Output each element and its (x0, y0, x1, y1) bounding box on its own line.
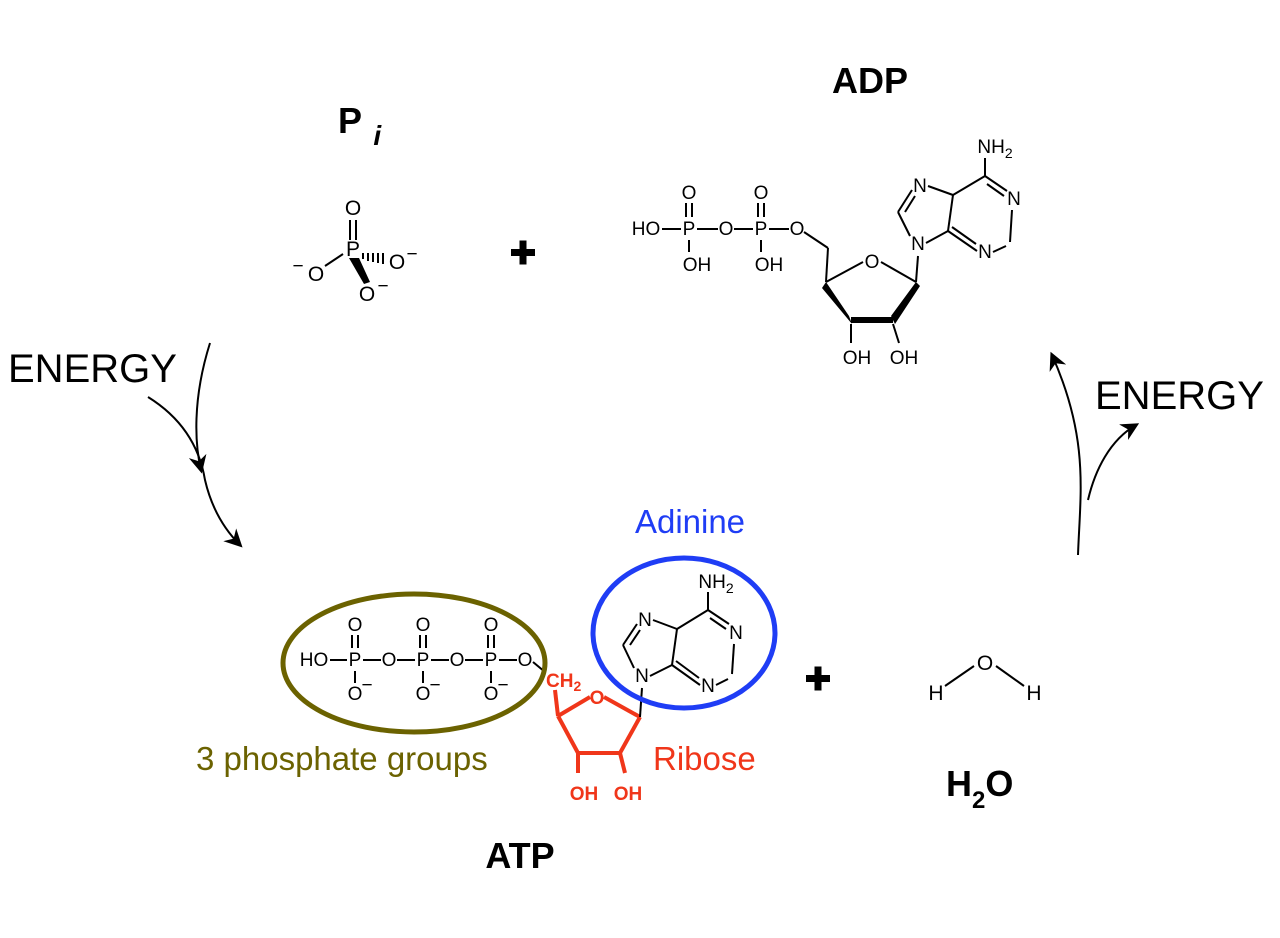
svg-text:OH: OH (755, 255, 784, 276)
adp-title: ADP (832, 60, 908, 101)
adp-molecule: HO P O OH O P O OH O O OH OH N (632, 137, 1021, 369)
svg-text:P: P (417, 650, 430, 671)
ribose-group: CH2 O OH OH (546, 671, 642, 805)
svg-text:NH2: NH2 (977, 137, 1012, 161)
svg-text:O: O (484, 615, 499, 636)
pi-title: P i (338, 100, 382, 151)
pi-title-sub: i (373, 120, 382, 151)
svg-text:−: − (377, 276, 388, 297)
plus-icon-bottom (806, 666, 830, 691)
svg-text:O: O (977, 652, 993, 675)
svg-text:−: − (429, 675, 440, 696)
svg-text:O: O (348, 615, 363, 636)
water-molecule: O H H (928, 652, 1041, 705)
svg-text:P: P (349, 650, 362, 671)
svg-text:N: N (1007, 189, 1021, 210)
svg-text:H: H (928, 682, 943, 705)
water-title: H2O (946, 763, 1013, 814)
svg-text:O: O (416, 615, 431, 636)
svg-text:OH: OH (614, 784, 643, 805)
svg-text:O: O (389, 251, 405, 274)
svg-text:O: O (682, 183, 697, 204)
plus-icon-top (511, 240, 535, 265)
svg-text:H: H (1026, 682, 1041, 705)
svg-text:−: − (292, 256, 303, 277)
adenine-label: Adinine (635, 503, 745, 540)
svg-text:P: P (755, 219, 768, 240)
svg-text:HO: HO (300, 650, 329, 671)
phosphate-molecule: O P O − O − O − (292, 197, 417, 306)
pi-title-main: P (338, 100, 361, 141)
svg-text:HO: HO (632, 219, 661, 240)
energy-arrow-left (147, 342, 243, 548)
svg-text:P: P (346, 238, 360, 261)
svg-text:O: O (359, 283, 375, 306)
svg-text:N: N (635, 666, 649, 687)
svg-text:O: O (518, 650, 533, 671)
atp-molecule: HO P O O − O P O O − O P O O − O CH2 (300, 572, 743, 805)
svg-text:O: O (754, 183, 769, 204)
svg-text:N: N (911, 234, 925, 255)
svg-text:O: O (345, 197, 361, 220)
svg-text:N: N (701, 676, 715, 697)
svg-text:N: N (978, 242, 992, 263)
svg-text:OH: OH (570, 784, 599, 805)
water-title-end: O (985, 763, 1013, 804)
svg-text:O: O (308, 263, 324, 286)
svg-text:−: − (497, 675, 508, 696)
svg-text:P: P (485, 650, 498, 671)
adenine-ellipse (590, 555, 778, 711)
svg-text:O: O (865, 252, 880, 273)
svg-text:O: O (790, 219, 805, 240)
svg-text:N: N (638, 610, 652, 631)
energy-label-right: ENERGY (1095, 374, 1264, 418)
svg-text:−: − (361, 675, 372, 696)
svg-text:N: N (913, 176, 927, 197)
svg-text:NH2: NH2 (698, 572, 733, 596)
ribose-label: Ribose (653, 740, 756, 777)
svg-text:O: O (450, 650, 465, 671)
svg-text:CH2: CH2 (546, 671, 581, 694)
svg-text:O: O (484, 684, 499, 705)
water-title-main: H (946, 763, 972, 804)
svg-text:O: O (348, 684, 363, 705)
svg-text:−: − (406, 244, 417, 265)
water-title-sub: 2 (972, 787, 985, 814)
energy-arrow-right (1049, 351, 1140, 556)
svg-text:O: O (590, 688, 605, 709)
phosphate-groups-label: 3 phosphate groups (196, 740, 488, 777)
svg-text:OH: OH (843, 348, 872, 369)
svg-text:N: N (729, 623, 743, 644)
svg-text:OH: OH (683, 255, 712, 276)
svg-text:P: P (683, 219, 696, 240)
svg-text:O: O (416, 684, 431, 705)
energy-label-left: ENERGY (8, 347, 177, 391)
atp-title: ATP (485, 835, 554, 876)
svg-text:O: O (719, 219, 734, 240)
phosphate-groups-ellipse (280, 591, 548, 735)
svg-text:OH: OH (890, 348, 919, 369)
svg-text:O: O (382, 650, 397, 671)
